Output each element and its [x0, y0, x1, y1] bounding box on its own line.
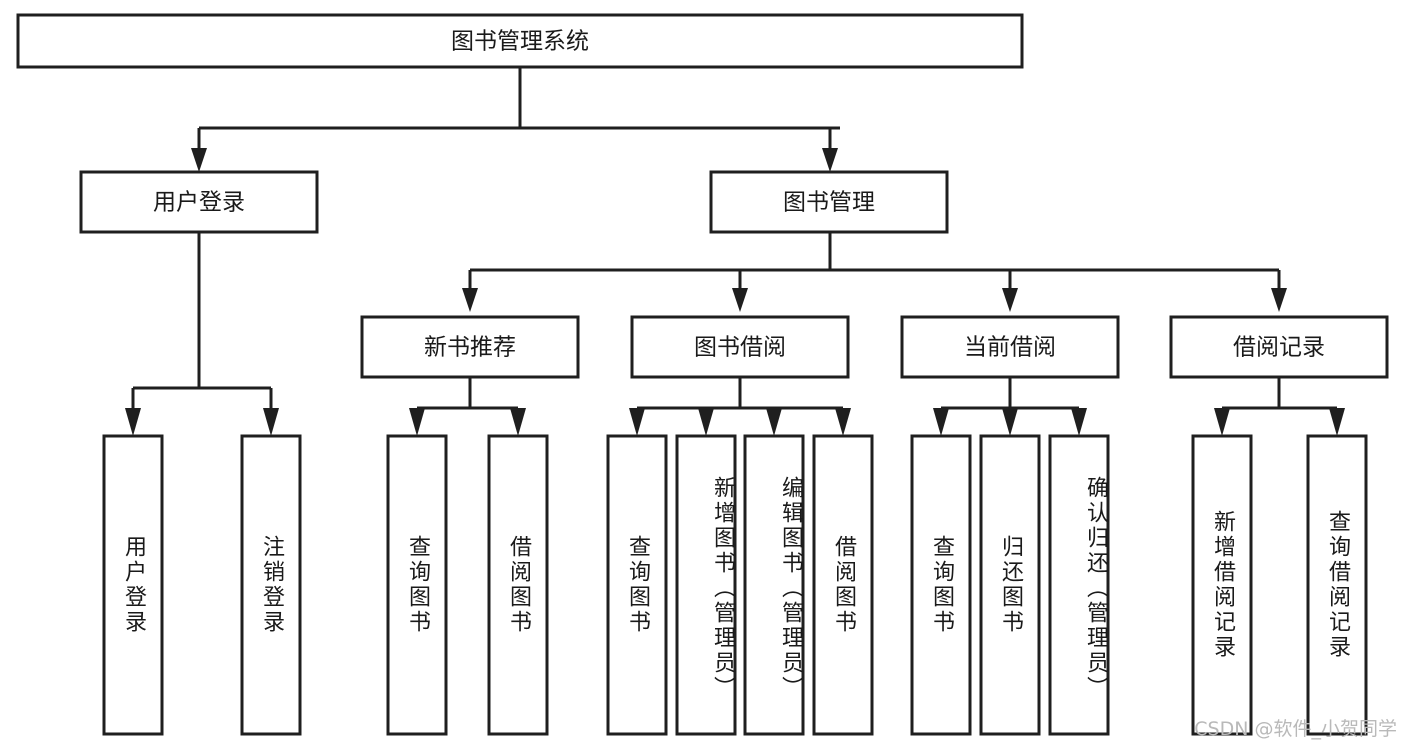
watermark-text: CSDN @软件_小贺同学: [1194, 718, 1397, 740]
leaf-box-current-borrow-1: [910, 434, 972, 736]
leaf-box-book-borrow-1: [606, 434, 668, 736]
leaf-box-book-borrow-2: [675, 434, 737, 736]
node-current-borrow-label: 当前借阅: [964, 335, 1056, 361]
connector-new-book-to-leaves: [409, 377, 526, 436]
leaf-box-borrow-record-1: [1191, 434, 1253, 736]
connector-user-login-to-leaves: [125, 232, 279, 436]
leaf-boxes-borrow-record[interactable]: [1191, 434, 1368, 736]
connector-root-to-level2: [191, 67, 840, 172]
leaf-box-new-book-1: [386, 434, 448, 736]
node-book-management[interactable]: 图书管理: [709, 170, 949, 234]
leaf-boxes-new-book-recommend[interactable]: [386, 434, 549, 736]
connector-borrow-record-to-leaves: [1214, 377, 1345, 436]
leaf-box-user-login-2: [240, 434, 302, 736]
node-user-login[interactable]: 用户登录: [79, 170, 319, 234]
leaf-box-current-borrow-3: [1048, 434, 1110, 736]
node-new-book-recommend-label: 新书推荐: [424, 335, 516, 361]
leaf-box-new-book-2: [487, 434, 549, 736]
node-new-book-recommend[interactable]: 新书推荐: [360, 315, 580, 379]
node-user-login-label: 用户登录: [153, 190, 245, 216]
leaf-box-current-borrow-2: [979, 434, 1041, 736]
node-book-management-label: 图书管理: [783, 190, 875, 216]
node-root-system[interactable]: 图书管理系统: [16, 13, 1024, 69]
node-borrow-record-label: 借阅记录: [1233, 335, 1325, 361]
leaf-box-borrow-record-2: [1306, 434, 1368, 736]
node-book-borrow-label: 图书借阅: [694, 335, 786, 361]
leaf-boxes-current-borrow[interactable]: [910, 434, 1110, 736]
leaf-box-book-borrow-3: [743, 434, 805, 736]
connector-current-borrow-to-leaves: [933, 377, 1087, 436]
node-current-borrow[interactable]: 当前借阅: [900, 315, 1120, 379]
leaf-box-book-borrow-4: [812, 434, 874, 736]
connector-book-mgmt-to-level3: [462, 232, 1287, 312]
node-root-label: 图书管理系统: [451, 29, 589, 55]
leaf-box-user-login-1: [102, 434, 164, 736]
leaf-boxes-user-login[interactable]: [102, 434, 302, 736]
node-borrow-record[interactable]: 借阅记录: [1169, 315, 1389, 379]
connector-book-borrow-to-leaves: [629, 377, 851, 436]
leaf-boxes-book-borrow[interactable]: [606, 434, 874, 736]
node-book-borrow[interactable]: 图书借阅: [630, 315, 850, 379]
